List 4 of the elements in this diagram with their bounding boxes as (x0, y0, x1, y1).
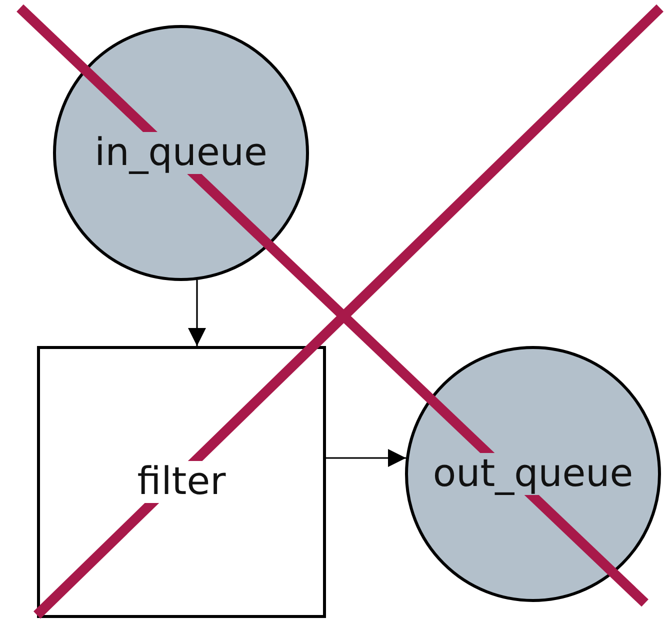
arrow (326, 449, 406, 467)
process-box (37, 346, 326, 618)
node-label: filter (135, 461, 228, 503)
arrow (188, 280, 206, 346)
